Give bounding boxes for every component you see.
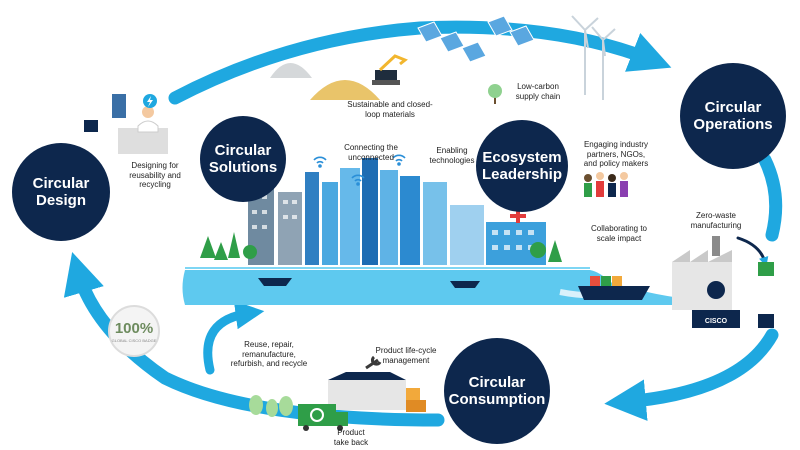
- wifi-icon: [313, 156, 327, 168]
- package: [406, 400, 426, 412]
- factory-fan: [707, 281, 725, 299]
- pile-grey: [270, 63, 312, 78]
- excavator: [372, 54, 408, 85]
- tree: [530, 242, 546, 258]
- caption-zero-waste: Zero-waste manufacturing: [690, 211, 742, 230]
- trees: [200, 232, 562, 262]
- water-band: [182, 270, 680, 305]
- building: [362, 158, 378, 265]
- building: [400, 176, 420, 265]
- turbine: [571, 15, 599, 95]
- person-body: [137, 120, 159, 133]
- truck-cab: [758, 314, 774, 328]
- package: [406, 388, 420, 400]
- wifi-icon: [351, 174, 365, 186]
- solar-panel: [439, 31, 465, 53]
- building: [423, 182, 447, 265]
- arrow-operations-to-zero-waste: [758, 153, 783, 242]
- badge-text: GLOBAL CISCO BADGE: [111, 338, 157, 343]
- ship-container: [601, 276, 611, 286]
- wind-turbines: [571, 15, 616, 100]
- tree: [228, 232, 240, 258]
- person: [596, 172, 604, 197]
- lifecycle-factory: [328, 355, 426, 412]
- server-rack: [112, 94, 126, 118]
- truck: [692, 310, 740, 328]
- caption-connecting: Connecting the unconnected: [344, 143, 398, 162]
- take-back-truck: [298, 404, 348, 431]
- solar-panels: [417, 15, 535, 63]
- caption-collaborating: Collaborating to scale impact: [590, 224, 648, 243]
- ship-container: [590, 276, 600, 286]
- recycle-bin: [758, 262, 774, 276]
- ship: [578, 286, 650, 300]
- tree: [214, 242, 228, 260]
- solar-panel: [461, 41, 487, 63]
- solar-panel: [417, 21, 443, 43]
- designer-desk: [84, 94, 168, 154]
- arrow-reuse-loop: [203, 300, 265, 375]
- person: [584, 174, 592, 197]
- caption-materials: Sustainable and closed- loop materials: [347, 100, 433, 119]
- recycle-icon: [310, 408, 324, 422]
- factory-chimney: [712, 236, 720, 256]
- boats: [258, 276, 650, 300]
- wifi-icon: [392, 154, 406, 166]
- factory-logo: CISCO: [705, 318, 728, 325]
- building: [380, 170, 398, 265]
- building: [450, 205, 484, 265]
- building: [278, 192, 302, 265]
- person: [608, 174, 616, 197]
- node-circular-operations: Circular Operations: [680, 63, 786, 169]
- trees-bottom: [249, 395, 293, 417]
- boat: [258, 278, 292, 286]
- building: [322, 182, 338, 265]
- wrench-icon: [365, 355, 382, 370]
- factory: [672, 236, 774, 328]
- ship-container: [612, 276, 622, 286]
- boat: [450, 281, 480, 288]
- hundred-percent-badge: 100% GLOBAL CISCO BADGE: [108, 305, 160, 357]
- caption-take-back: Product take back: [333, 428, 369, 447]
- city-skyline: [248, 158, 546, 265]
- node-circular-solutions: Circular Solutions: [200, 116, 286, 202]
- building: [305, 172, 319, 265]
- caption-enabling: Enabling technologies: [429, 146, 475, 165]
- arrow-operations-to-consumption: [604, 328, 779, 421]
- pile-sand: [310, 80, 380, 100]
- building-hospital-cross: [510, 209, 526, 223]
- factory-roof: [672, 250, 732, 262]
- node-circular-consumption: Circular Consumption: [444, 338, 550, 444]
- lightning-icon: [147, 96, 153, 107]
- phone: [84, 120, 98, 132]
- factory-roof: [328, 372, 406, 380]
- person-head: [142, 106, 154, 118]
- arrow-zero-waste-loop: [736, 236, 769, 267]
- caption-reuse: Reuse, repair, remanufacture, refurbish,…: [230, 340, 308, 368]
- solar-panel: [509, 25, 535, 47]
- tree: [200, 236, 216, 258]
- arrow-design-to-operations: [168, 20, 672, 105]
- badge-percent: 100%: [114, 320, 154, 337]
- caption-engaging: Engaging industry partners, NGOs, and po…: [583, 140, 649, 168]
- caption-designing: Designing for reusability and recycling: [129, 161, 181, 189]
- turbine: [591, 26, 616, 100]
- factory-body: [328, 380, 406, 410]
- node-circular-design: Circular Design: [12, 143, 110, 241]
- person: [620, 172, 628, 197]
- low-carbon-tree: [488, 84, 502, 104]
- people-group: [584, 172, 628, 197]
- solar-panel: [487, 15, 513, 37]
- tree: [243, 245, 257, 259]
- caption-lifecycle: Product life-cycle management: [375, 346, 437, 365]
- building: [340, 168, 360, 265]
- material-piles: [270, 54, 408, 100]
- node-ecosystem-leadership: Ecosystem Leadership: [476, 120, 568, 212]
- caption-low-carbon: Low-carbon supply chain: [515, 82, 561, 101]
- tree: [548, 240, 562, 262]
